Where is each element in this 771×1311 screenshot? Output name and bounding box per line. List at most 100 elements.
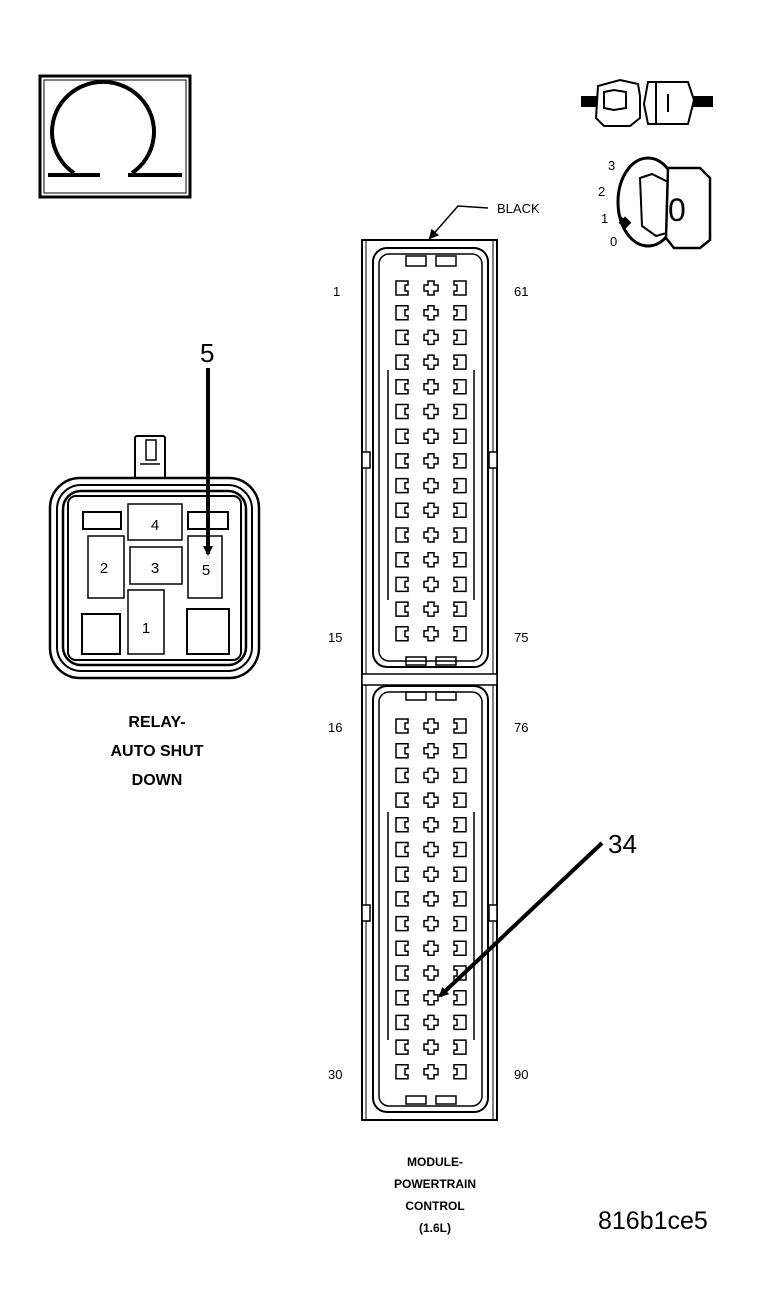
pcm-pin-terminal (453, 354, 467, 370)
pcm-pin-terminal (423, 841, 439, 858)
pcm-pin-terminal (423, 792, 439, 808)
relay-title-line-2: AUTO SHUT (110, 743, 203, 760)
relay-connector (48, 435, 261, 680)
pcm-pin-terminal (423, 626, 439, 642)
pcm-pin-terminal (395, 792, 409, 808)
pcm-pin-terminal (395, 1064, 409, 1080)
pcm-pin-label-1: 1 (333, 284, 340, 299)
pcm-pin-terminal (453, 403, 467, 420)
pcm-pin-terminal (453, 453, 467, 469)
relay-title-line-3: DOWN (132, 772, 183, 789)
pcm-pin-terminal (423, 866, 439, 882)
pcm-pin-label-90: 90 (514, 1067, 528, 1082)
pcm-pin-terminal (453, 477, 467, 494)
pcm-pin-terminal (423, 1039, 439, 1055)
pcm-pin-terminal (395, 841, 409, 858)
pcm-pin-terminal (423, 527, 439, 543)
pcm-pin-terminal (395, 354, 409, 370)
pcm-callout-arrow (438, 841, 604, 998)
pcm-pin-terminal (423, 477, 439, 494)
pcm-pin-terminal (453, 1039, 467, 1055)
pcm-pin-terminal (423, 502, 439, 519)
pcm-pin-terminal (453, 502, 467, 519)
pcm-pin-terminal (453, 551, 467, 568)
relay-cavity-5: 5 (202, 562, 210, 579)
pcm-pin-terminal (395, 915, 409, 932)
pcm-pin-terminal (453, 767, 467, 784)
relay-cavity-2: 2 (100, 560, 108, 577)
relay-cavity-4: 4 (151, 517, 159, 534)
pcm-pin-terminal (453, 817, 467, 833)
pcm-pin-terminal (453, 527, 467, 543)
pcm-pin-label-75: 75 (514, 630, 528, 645)
pcm-pin-terminal (395, 940, 409, 957)
pcm-pin-terminal (453, 742, 467, 759)
pcm-pin-terminal (395, 280, 409, 296)
pcm-pin-terminal (395, 1039, 409, 1055)
pcm-pin-terminal (395, 329, 409, 346)
ignition-position-0: 0 (610, 234, 617, 249)
pcm-pin-terminal (423, 742, 439, 759)
pcm-pin-terminal (395, 891, 409, 907)
pcm-pin-terminal (453, 626, 467, 642)
pcm-pin-terminal (395, 304, 409, 321)
pcm-pin-terminal (423, 718, 439, 734)
ignition-position-2: 2 (598, 184, 605, 199)
pcm-pin-terminal (395, 989, 409, 1006)
pcm-pin-terminal (423, 280, 439, 296)
pcm-connector (361, 239, 498, 1121)
pcm-pin-terminal (453, 428, 467, 444)
relay-cavity-3: 3 (151, 560, 159, 577)
pcm-pin-terminal (453, 1014, 467, 1031)
pcm-pin-terminal (395, 817, 409, 833)
pcm-pin-terminal (453, 280, 467, 296)
pcm-pin-label-16: 16 (328, 720, 342, 735)
figure-id: 816b1ce5 (598, 1207, 708, 1235)
pcm-pin-terminal (453, 891, 467, 907)
pcm-pin-terminal (395, 379, 409, 395)
pcm-pin-terminal (395, 477, 409, 494)
pcm-pin-terminal (395, 453, 409, 469)
ignition-position-3: 3 (608, 158, 615, 173)
pcm-pin-terminal (453, 379, 467, 395)
pcm-pin-terminal (423, 453, 439, 469)
pcm-pin-terminal (423, 915, 439, 932)
pcm-pin-terminal (423, 989, 439, 1006)
pcm-pin-terminal (453, 841, 467, 858)
pcm-pin-terminal (395, 742, 409, 759)
pcm-pin-terminal (423, 965, 439, 981)
ignition-switch-icon (616, 156, 712, 250)
pcm-pin-terminal (395, 1014, 409, 1031)
ignition-position-1: 1 (601, 211, 608, 226)
pcm-pin-label-61: 61 (514, 284, 528, 299)
pcm-pin-terminal (453, 718, 467, 734)
pcm-pin-terminal (423, 354, 439, 370)
ignition-key-position-label: 0 (668, 192, 686, 228)
pcm-pin-terminal (395, 965, 409, 981)
relay-title-line-1: RELAY- (128, 714, 185, 731)
pcm-title-line-3: CONTROL (405, 1199, 464, 1213)
pcm-pin-terminal (453, 989, 467, 1006)
pcm-pin-terminal (423, 1064, 439, 1080)
pcm-pin-terminal (395, 718, 409, 734)
pcm-pin-terminal (453, 304, 467, 321)
relay-cavity-1: 1 (142, 620, 150, 637)
pcm-title-line-1: MODULE- (407, 1155, 463, 1169)
pcm-pin-terminal (423, 940, 439, 957)
pcm-pin-terminal (395, 527, 409, 543)
pcm-pin-terminal (423, 1014, 439, 1031)
pcm-pin-terminal (395, 866, 409, 882)
pcm-pin-terminal (453, 915, 467, 932)
pcm-pin-terminal (395, 601, 409, 617)
pcm-pin-label-30: 30 (328, 1067, 342, 1082)
pcm-pin-terminal (423, 379, 439, 395)
pcm-pin-terminal (395, 626, 409, 642)
pcm-pin-terminal (423, 817, 439, 833)
pcm-pin-terminal (453, 601, 467, 617)
pcm-color-leader (428, 205, 489, 240)
pcm-callout-number: 34 (608, 829, 637, 859)
pcm-pin-terminal (423, 304, 439, 321)
pcm-pin-terminal (453, 940, 467, 957)
pcm-pin-terminal (395, 428, 409, 444)
pcm-pin-terminal (395, 551, 409, 568)
